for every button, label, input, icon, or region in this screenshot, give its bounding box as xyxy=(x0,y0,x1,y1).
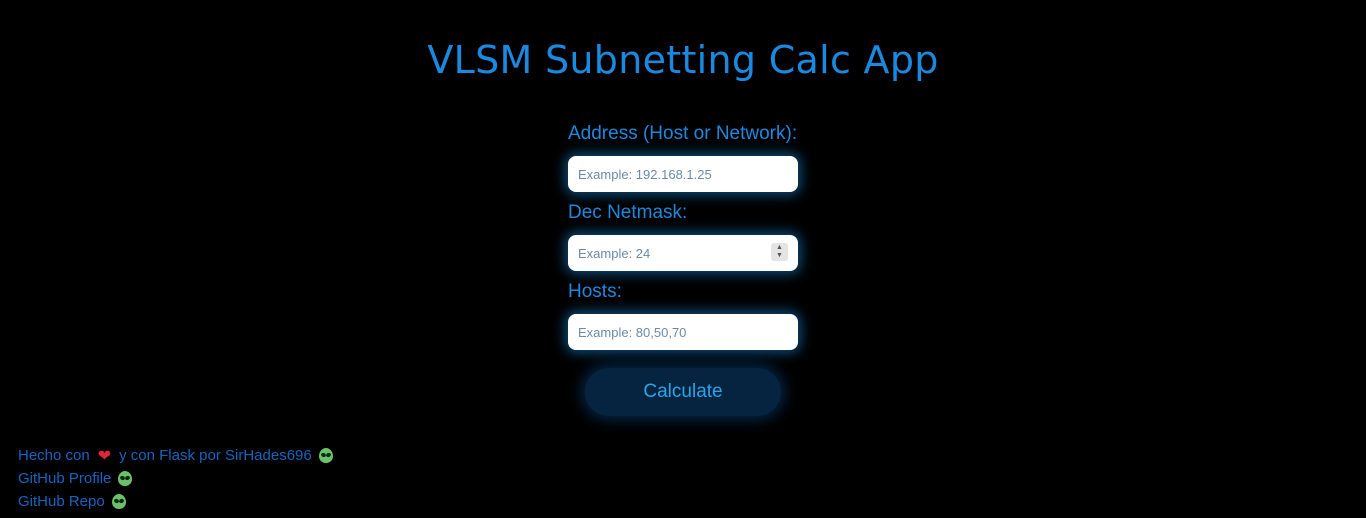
stepper-down-icon[interactable]: ▼ xyxy=(776,252,783,259)
address-label: Address (Host or Network): xyxy=(568,123,798,144)
github-profile-link[interactable]: GitHub Profile xyxy=(18,470,112,487)
footer-github-repo: GitHub Repo xyxy=(18,490,333,513)
heart-icon: ❤ xyxy=(97,446,112,465)
alien-icon xyxy=(318,448,333,463)
hosts-field-wrapper xyxy=(568,314,798,350)
hosts-input[interactable] xyxy=(568,314,788,350)
address-input[interactable] xyxy=(568,156,788,192)
footer-github-profile: GitHub Profile xyxy=(18,467,333,490)
footer: Hecho con ❤ y con Flask por SirHades696 … xyxy=(18,444,333,513)
netmask-field-wrapper: ▲ ▼ xyxy=(568,235,798,271)
address-field-wrapper xyxy=(568,156,798,192)
stepper-up-icon[interactable]: ▲ xyxy=(776,244,783,251)
netmask-stepper[interactable]: ▲ ▼ xyxy=(771,243,788,261)
footer-credit-suffix: y con Flask por SirHades696 xyxy=(119,447,312,464)
netmask-label: Dec Netmask: xyxy=(568,202,688,223)
netmask-input[interactable] xyxy=(568,235,788,271)
hosts-label: Hosts: xyxy=(568,281,622,302)
alien-icon xyxy=(118,471,133,486)
footer-credit-prefix: Hecho con xyxy=(18,447,90,464)
alien-icon xyxy=(111,494,126,509)
page-title: VLSM Subnetting Calc App xyxy=(427,38,939,82)
footer-credit: Hecho con ❤ y con Flask por SirHades696 xyxy=(18,444,333,467)
vlsm-form: Address (Host or Network): Dec Netmask: … xyxy=(568,122,798,359)
calculate-button[interactable]: Calculate xyxy=(585,368,781,416)
github-repo-link[interactable]: GitHub Repo xyxy=(18,493,105,510)
